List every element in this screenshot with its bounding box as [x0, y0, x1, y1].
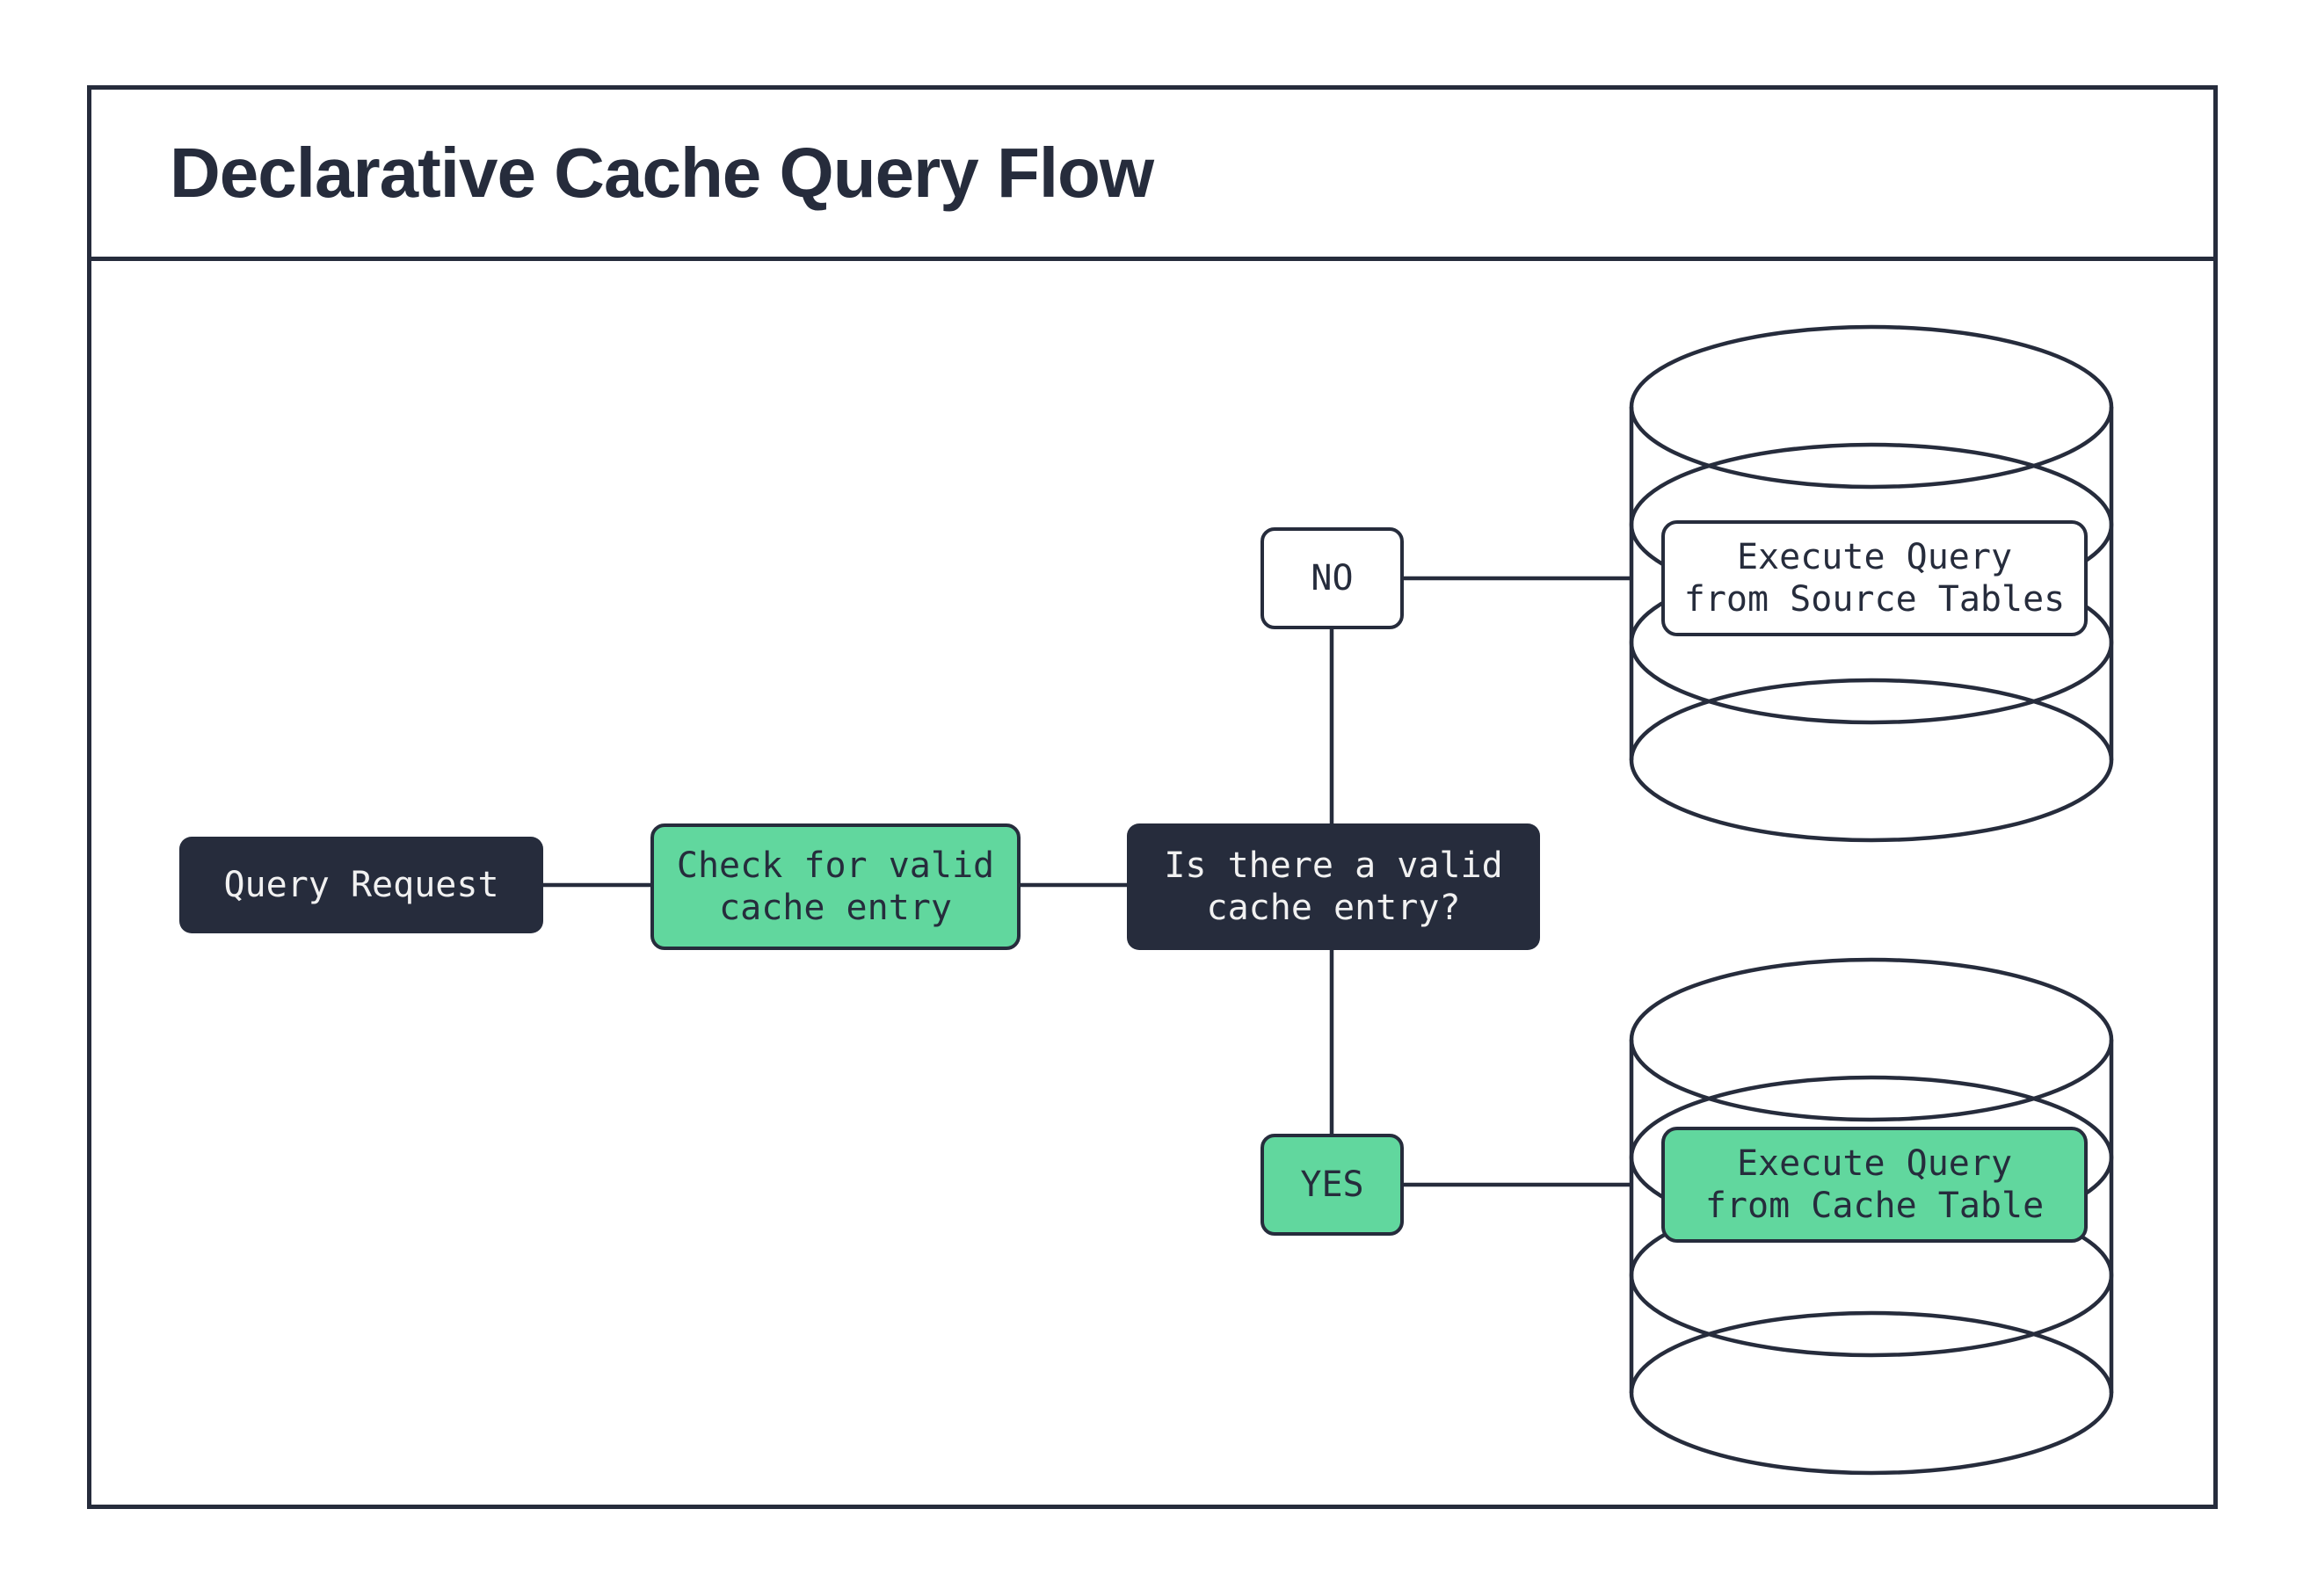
- node-label: YES: [1300, 1164, 1364, 1205]
- yes-branch-node: YES: [1260, 1134, 1404, 1236]
- no-branch-node: NO: [1260, 527, 1404, 629]
- execute-source-node: Execute Query from Source Tables: [1661, 520, 2088, 636]
- node-label: NO: [1311, 558, 1354, 598]
- node-label-line: Execute Query: [1736, 1143, 2013, 1184]
- title-bar: Declarative Cache Query Flow: [91, 90, 2213, 261]
- node-label: Query Request: [223, 865, 499, 905]
- query-request-node: Query Request: [179, 837, 543, 933]
- node-label-line: Check for valid: [676, 845, 995, 886]
- check-cache-node: Check for valid cache entry: [650, 823, 1021, 950]
- node-label-line: cache entry?: [1206, 888, 1461, 928]
- diagram-frame: Declarative Cache Query Flow: [87, 85, 2218, 1509]
- page-title: Declarative Cache Query Flow: [170, 134, 1154, 212]
- node-label-line: Is there a valid: [1164, 845, 1503, 886]
- execute-cache-node: Execute Query from Cache Table: [1661, 1127, 2088, 1243]
- node-label-line: from Source Tables: [1683, 579, 2066, 620]
- node-label-line: Execute Query: [1736, 537, 2013, 577]
- node-label-line: cache entry: [719, 888, 952, 928]
- decision-node: Is there a valid cache entry?: [1127, 823, 1540, 950]
- node-label-line: from Cache Table: [1704, 1186, 2045, 1226]
